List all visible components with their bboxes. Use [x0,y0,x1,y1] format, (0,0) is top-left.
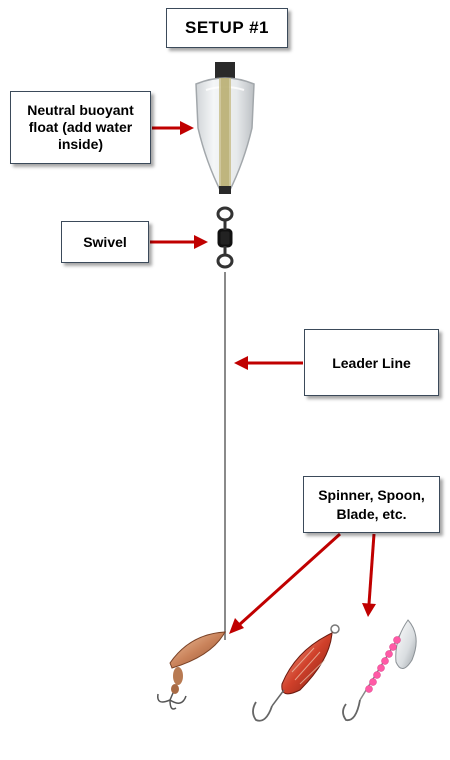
spinner-arrow [229,532,342,634]
float-icon [195,62,255,194]
spoon-icon [252,624,340,722]
swivel-arrow [150,235,208,249]
leader-line-label: Leader Line [304,329,439,396]
swivel-label: Swivel [61,221,149,263]
float-arrow [152,121,194,135]
swivel-icon [216,206,234,269]
spinner-icon [157,631,226,710]
blade-arrow [362,533,376,617]
leader-arrow [234,356,303,370]
float-label: Neutral buoyant float (add water inside) [10,91,151,164]
blade-icon [342,619,417,722]
setup-title: SETUP #1 [166,8,288,48]
lures-label: Spinner, Spoon, Blade, etc. [303,476,440,533]
